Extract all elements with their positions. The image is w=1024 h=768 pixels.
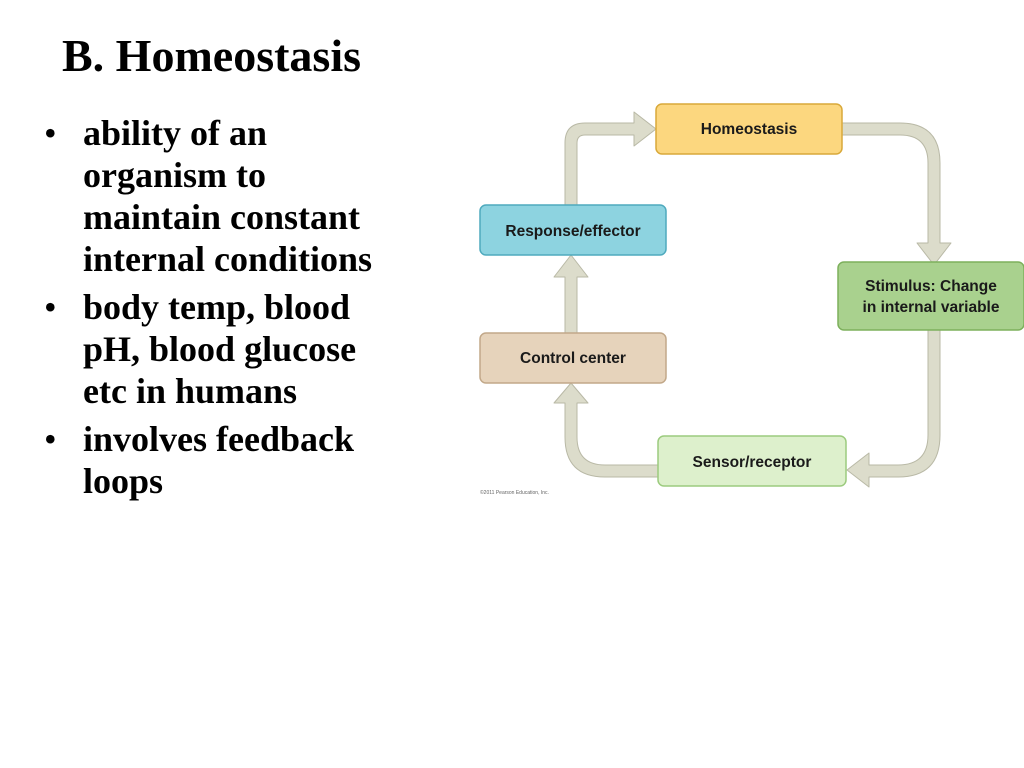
arrow-stimulus-to-sensor — [846, 329, 941, 488]
bullet-item: • involves feedback loops — [42, 418, 452, 502]
arrow-homeostasis-to-stimulus — [841, 122, 952, 266]
control-center-box — [479, 332, 667, 384]
bullet-line: pH, blood glucose — [83, 329, 357, 369]
stimulus-label-line-1: Stimulus: Change — [865, 278, 997, 295]
stimulus-label-line-2: in internal variable — [863, 299, 1000, 316]
arrow-response-to-homeostasis — [564, 111, 657, 206]
stimulus-node: Stimulus: Change in internal variable — [837, 261, 1024, 331]
bullet-dot: • — [44, 287, 57, 327]
response-effector-node: Response/effector — [479, 204, 667, 256]
feedback-loop-arrows — [553, 111, 952, 488]
sensor-receptor-box — [657, 435, 847, 487]
homeostasis-box — [655, 103, 843, 155]
response-effector-box — [479, 204, 667, 256]
stimulus-box — [837, 261, 1024, 331]
bullet-line: internal conditions — [83, 239, 373, 279]
bullet-line: involves feedback — [83, 419, 355, 459]
bullet-line: etc in humans — [83, 371, 298, 411]
arrow-sensor-to-control — [553, 382, 659, 478]
bullet-item: • body temp, blood pH, blood glucose etc… — [42, 286, 452, 412]
bullet-line: organism to — [83, 155, 266, 195]
control-center-node: Control center — [479, 332, 667, 384]
response-effector-label: Response/effector — [505, 223, 640, 240]
bullet-line: maintain constant — [83, 197, 361, 237]
sensor-receptor-node: Sensor/receptor — [657, 435, 847, 487]
homeostasis-label: Homeostasis — [701, 121, 797, 138]
bullet-line: body temp, blood — [83, 287, 351, 327]
sensor-receptor-label: Sensor/receptor — [693, 454, 812, 471]
bullet-dot: • — [44, 419, 57, 459]
control-center-label: Control center — [520, 350, 626, 367]
slide-title: B. Homeostasis — [62, 30, 361, 81]
bullet-item: • ability of an organism to maintain con… — [42, 112, 452, 280]
arrow-control-to-response — [553, 254, 589, 334]
bullet-dot: • — [44, 113, 57, 153]
homeostasis-node: Homeostasis — [655, 103, 843, 155]
bullet-line: loops — [83, 461, 164, 501]
bullet-line: ability of an — [83, 113, 268, 153]
homeostasis-feedback-diagram: Homeostasis Response/effector Stimulus: … — [479, 103, 1024, 496]
bullet-list: • ability of an organism to maintain con… — [42, 112, 452, 508]
copyright-note: ©2011 Pearson Education, Inc. — [480, 489, 549, 496]
